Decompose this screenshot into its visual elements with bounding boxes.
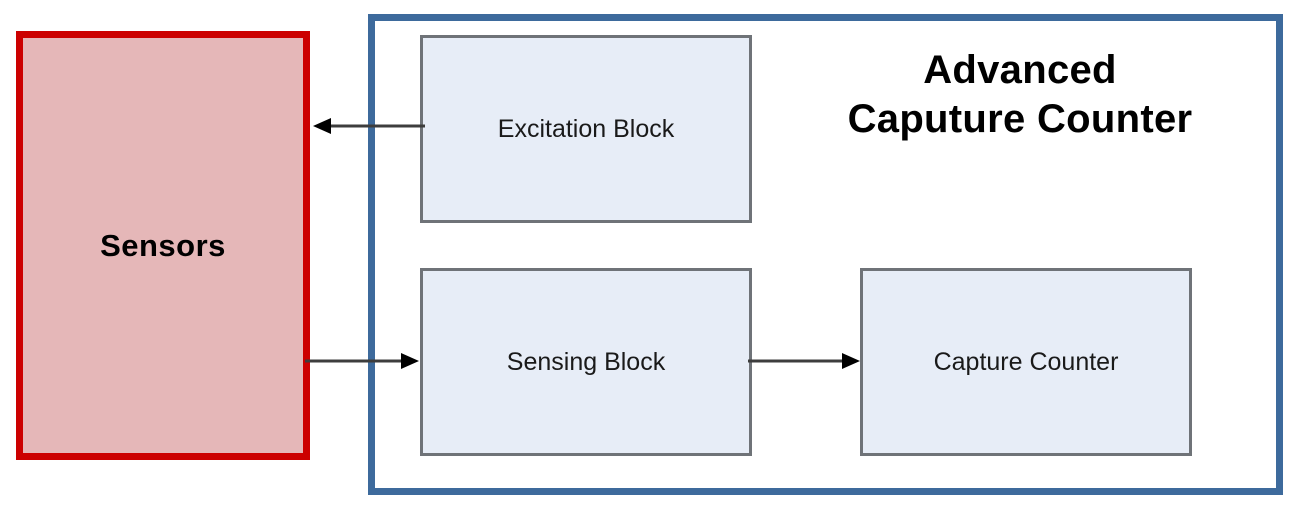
system-title-line-2: Caputure Counter: [847, 96, 1193, 141]
excitation-block: Excitation Block: [420, 35, 752, 223]
sensors-block: Sensors: [16, 31, 310, 460]
system-title-line-1: Advanced: [923, 48, 1117, 92]
system-boundary-box: [368, 14, 1283, 495]
arrow-excitation-to-sensors: [313, 118, 425, 134]
capture-counter-block-label: Capture Counter: [933, 347, 1119, 376]
system-title: Advanced Caputure Counter: [760, 46, 1280, 144]
sensing-block: Sensing Block: [420, 268, 752, 456]
sensing-block-label: Sensing Block: [506, 347, 666, 376]
arrow-sensing-to-capture: [748, 353, 860, 369]
capture-counter-block: Capture Counter: [860, 268, 1192, 456]
arrow-sensors-to-sensing: [305, 353, 419, 369]
sensors-block-label: Sensors: [100, 227, 226, 263]
excitation-block-label: Excitation Block: [497, 114, 675, 143]
